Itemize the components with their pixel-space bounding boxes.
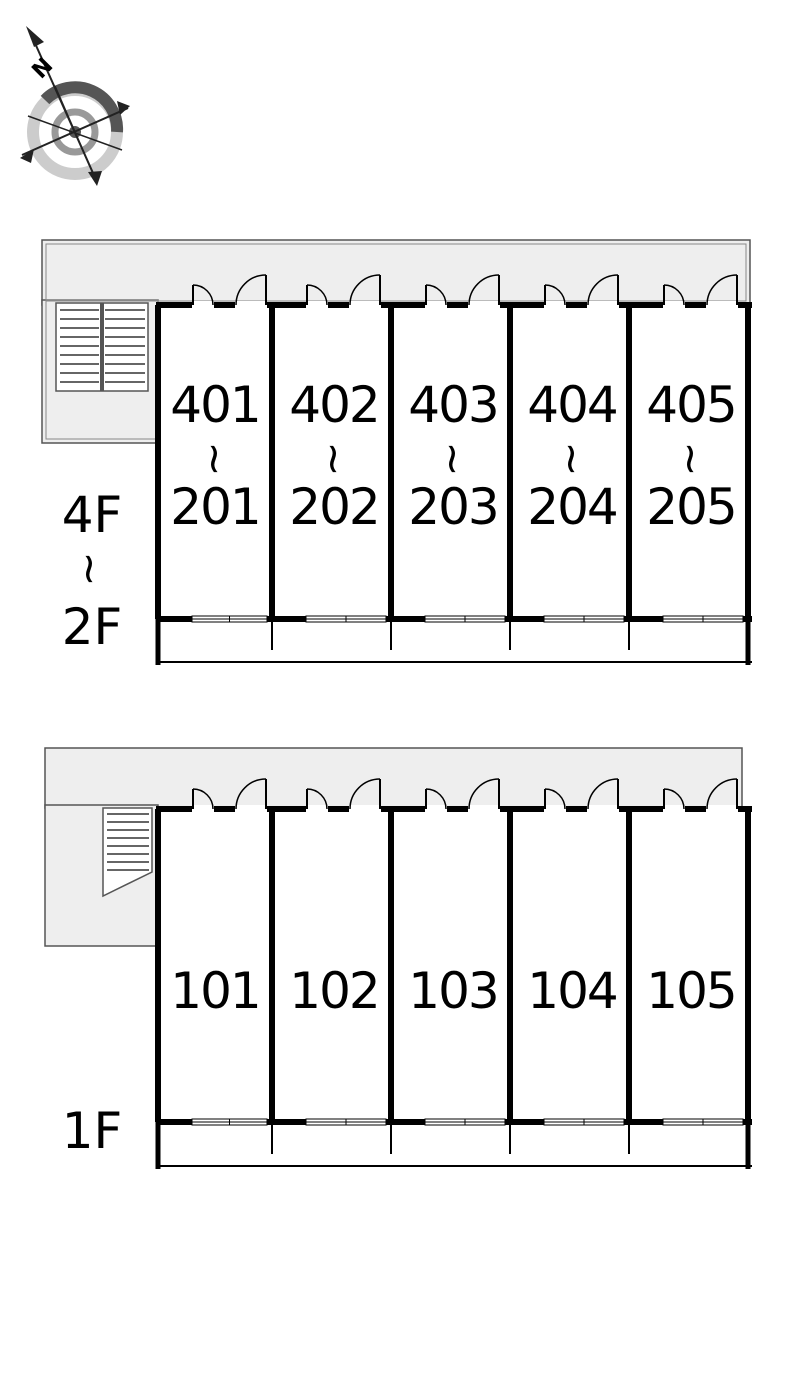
door-opening: [468, 301, 500, 309]
door-opening: [706, 805, 738, 813]
door-swing: [663, 284, 685, 306]
door-opening: [468, 805, 500, 813]
door-swing: [544, 284, 566, 306]
unit-label-upper-top: 405: [646, 376, 737, 434]
unit-label-upper-top: 402: [289, 376, 380, 434]
door-swing: [706, 274, 738, 306]
door-swing: [349, 274, 381, 306]
door-swing: [663, 788, 685, 810]
unit-label-lower: 101: [170, 962, 261, 1020]
door-swing: [425, 284, 447, 306]
door-swing: [544, 788, 566, 810]
stairs-icon: [102, 807, 153, 898]
stairs-icon: [55, 302, 149, 392]
unit-label-lower: 102: [289, 962, 380, 1020]
door-opening: [544, 805, 566, 813]
floor-label-upper-to: 2F: [61, 598, 123, 656]
unit-label-lower: 104: [527, 962, 618, 1020]
door-opening: [192, 805, 214, 813]
unit-label-upper-bottom: 205: [646, 478, 737, 536]
unit-label-lower: 105: [646, 962, 737, 1020]
door-swing: [468, 778, 500, 810]
unit-label-upper-bottom: 203: [408, 478, 499, 536]
door-opening: [544, 301, 566, 309]
floor-label-upper-from: 4F: [61, 486, 123, 544]
unit-label-upper-bottom: 201: [170, 478, 261, 536]
door-opening: [349, 301, 381, 309]
door-swing: [235, 778, 267, 810]
door-opening: [706, 301, 738, 309]
lower-block: [44, 747, 752, 1169]
door-opening: [349, 805, 381, 813]
unit-label-upper-top: 404: [527, 376, 618, 434]
door-swing: [306, 284, 328, 306]
door-opening: [663, 805, 685, 813]
door-swing: [192, 284, 214, 306]
door-opening: [587, 301, 619, 309]
unit-label-upper-top: 403: [408, 376, 499, 434]
door-swing: [587, 274, 619, 306]
door-opening: [425, 301, 447, 309]
door-swing: [587, 778, 619, 810]
upper-block: [41, 239, 752, 665]
floor-label-lower: 1F: [61, 1102, 123, 1160]
door-swing: [425, 788, 447, 810]
door-swing: [192, 788, 214, 810]
unit-label-upper-top: 401: [170, 376, 261, 434]
door-opening: [587, 805, 619, 813]
door-opening: [235, 805, 267, 813]
door-swing: [349, 778, 381, 810]
door-opening: [663, 301, 685, 309]
door-swing: [468, 274, 500, 306]
unit-label-lower: 103: [408, 962, 499, 1020]
compass-icon: [20, 26, 130, 186]
door-swing: [706, 778, 738, 810]
door-swing: [235, 274, 267, 306]
door-opening: [192, 301, 214, 309]
door-opening: [235, 301, 267, 309]
unit-label-upper-bottom: 204: [527, 478, 618, 536]
unit-label-upper-bottom: 202: [289, 478, 380, 536]
door-swing: [306, 788, 328, 810]
door-opening: [306, 301, 328, 309]
door-opening: [306, 805, 328, 813]
door-opening: [425, 805, 447, 813]
